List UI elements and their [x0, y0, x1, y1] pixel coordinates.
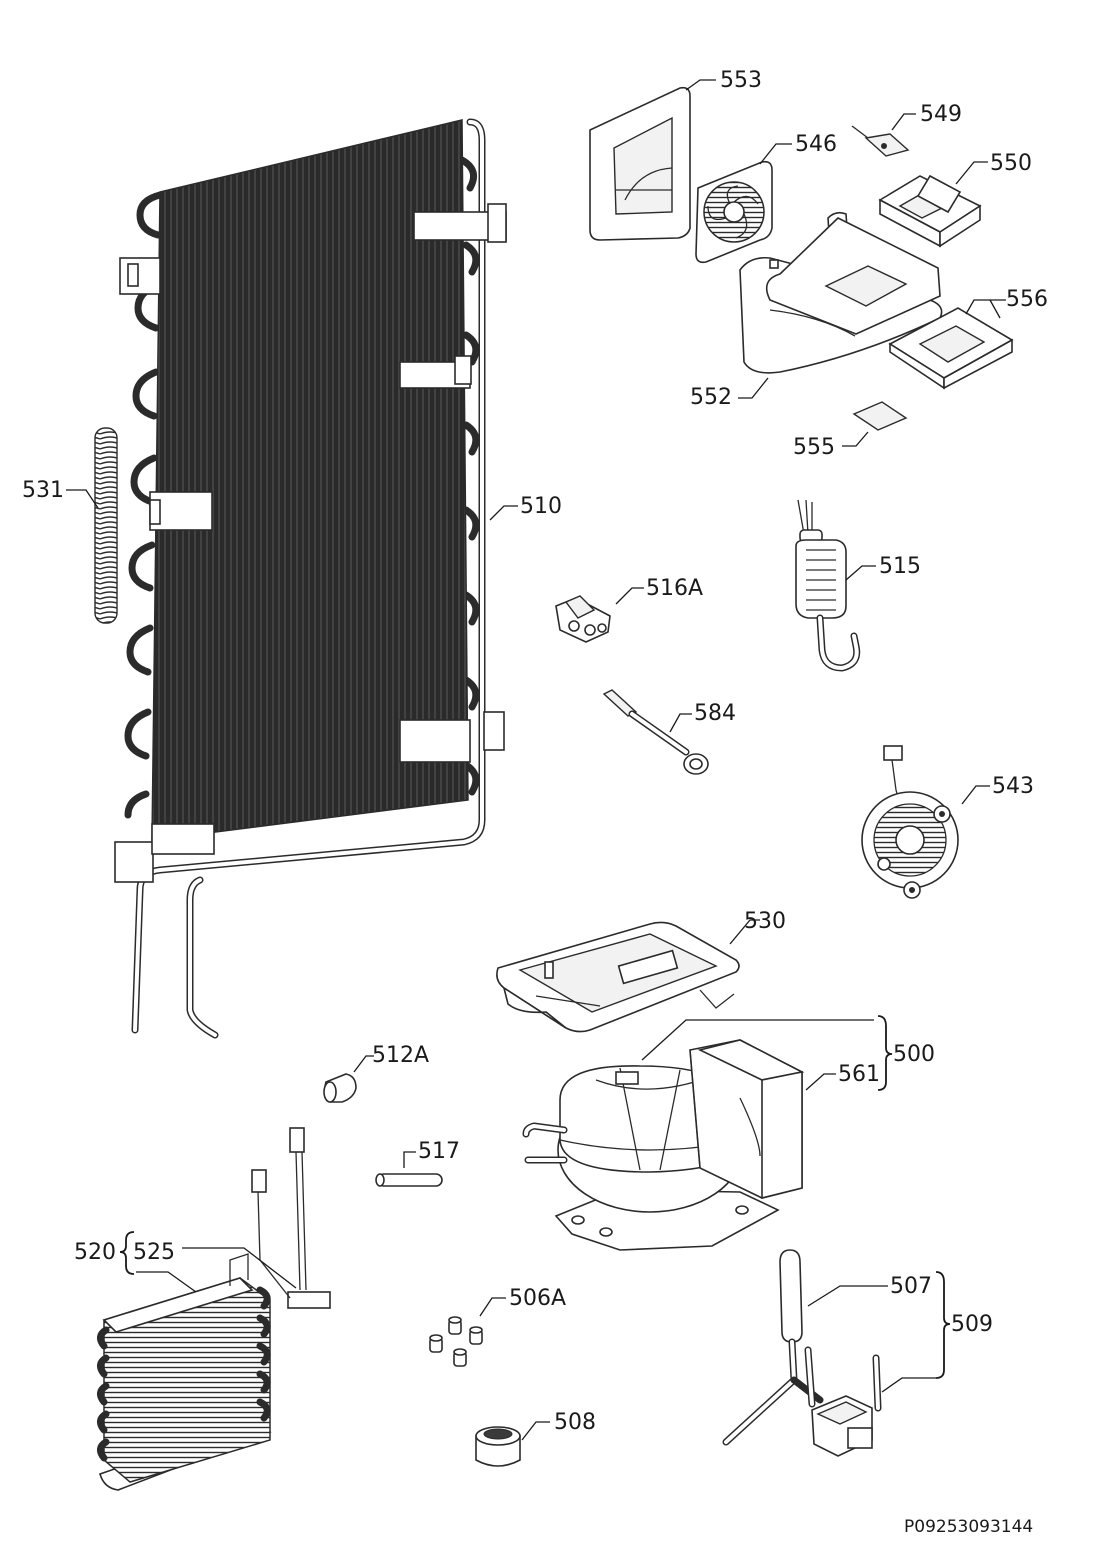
insulation-pad [852, 401, 908, 431]
label-506A: 506A [509, 1286, 566, 1311]
sensor-probe [602, 689, 709, 775]
label-561: 561 [838, 1062, 880, 1087]
connector-tube [375, 1173, 443, 1187]
brace-500 [877, 1015, 893, 1091]
label-515: 515 [879, 554, 921, 579]
label-516A: 516A [646, 576, 703, 601]
label-543: 543 [992, 774, 1034, 799]
brace-520 [119, 1231, 135, 1275]
valve-set [722, 1249, 882, 1457]
condenser [114, 118, 507, 1039]
brace-509 [935, 1271, 951, 1379]
label-507: 507 [890, 1274, 932, 1299]
label-510: 510 [520, 494, 562, 519]
label-546: 546 [795, 132, 837, 157]
label-517: 517 [418, 1139, 460, 1164]
drawing-code: P09253093144 [904, 1517, 1033, 1537]
label-531: 531 [22, 478, 64, 503]
evaporator-set [97, 1127, 331, 1491]
label-500: 500 [893, 1042, 935, 1067]
label-530: 530 [744, 909, 786, 934]
fan [695, 160, 773, 264]
fan-housing [589, 86, 691, 241]
part-labels: 553 549 546 550 556 552 555 531 510 515 … [22, 68, 1048, 1537]
label-553: 553 [720, 68, 762, 93]
label-552: 552 [690, 385, 732, 410]
drip-tray [496, 921, 740, 1033]
grommets [429, 1316, 483, 1367]
rubber-foot [475, 1426, 521, 1467]
label-520: 520 [74, 1240, 116, 1265]
air-damper [878, 174, 982, 248]
label-512A: 512A [372, 1043, 429, 1068]
label-556: 556 [1006, 287, 1048, 312]
label-549: 549 [920, 102, 962, 127]
label-509: 509 [951, 1312, 993, 1337]
label-550: 550 [990, 151, 1032, 176]
sleeve [323, 1073, 357, 1103]
label-525: 525 [133, 1240, 175, 1265]
sensor-clip [851, 125, 910, 157]
compressor-set [522, 1039, 805, 1251]
clip [555, 595, 611, 643]
air-duct [739, 211, 943, 374]
label-584: 584 [694, 701, 736, 726]
damper-cover [888, 307, 1014, 390]
defrost-heater [795, 499, 861, 672]
label-508: 508 [554, 1410, 596, 1435]
leader-lines [66, 79, 1006, 1441]
compressor-fan [861, 745, 959, 899]
label-555: 555 [793, 435, 835, 460]
tube-spring [94, 427, 118, 624]
